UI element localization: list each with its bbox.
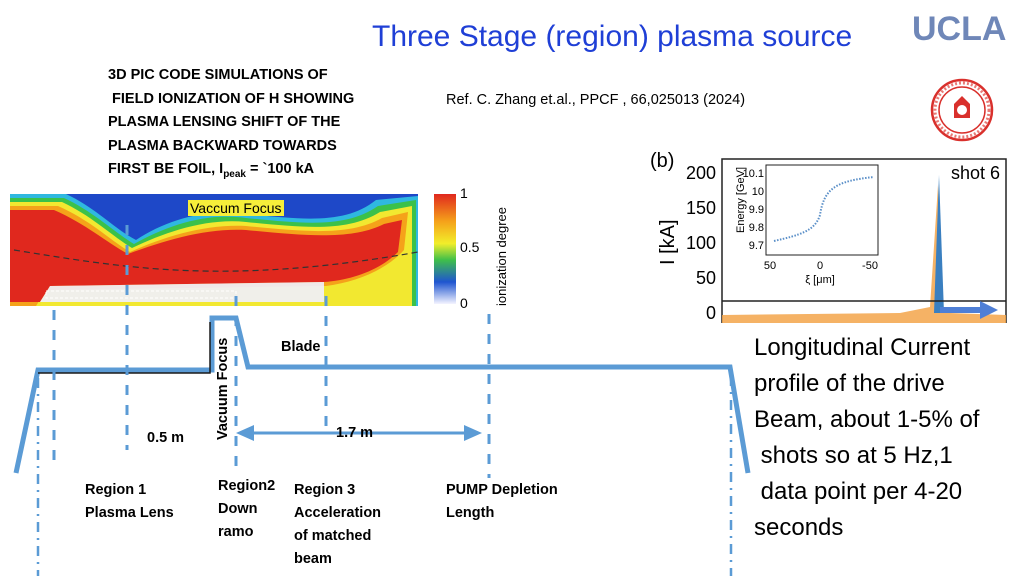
colorbar-label: ionization degree xyxy=(494,207,509,306)
long-line-4: shots so at 5 Hz,1 xyxy=(754,442,953,469)
slide-title: Three Stage (region) plasma source xyxy=(372,20,853,53)
panel-label: (b) xyxy=(650,150,674,172)
reference-citation: Ref. C. Zhang et.al., PPCF , 66,025013 (… xyxy=(446,92,746,108)
plot-frame xyxy=(721,158,1007,323)
density-profile-line xyxy=(13,315,751,474)
simulation-description: 3D PIC CODE SIMULATIONS OF FIELD IONIZAT… xyxy=(108,64,354,186)
longitudinal-profile-note: Longitudinal Current profile of the driv… xyxy=(754,330,979,546)
current-axis-label: I [kA] xyxy=(657,219,679,265)
blade-label: Blade xyxy=(281,339,321,355)
region2-line1: Region2 xyxy=(218,478,276,494)
long-line-3: Beam, about 1-5% of xyxy=(754,406,980,433)
inset-xtick-2: 0 xyxy=(817,260,823,272)
sim-line-5-prefix: FIRST BE FOIL, I xyxy=(108,161,224,177)
region1-line1: Region 1 xyxy=(85,482,147,498)
pump-depletion-label: PUMP Depletion Length xyxy=(446,479,558,525)
distance-17m: 1.7 m xyxy=(336,425,374,441)
colorbar-tick-05: 0.5 xyxy=(460,239,480,255)
peak-subscript: peak xyxy=(223,168,246,180)
inset-ytick-2: 10 xyxy=(752,186,764,198)
region3-line3: of matched xyxy=(294,528,372,544)
ytick-100: 100 xyxy=(686,233,716,253)
region2-line3: ramo xyxy=(218,524,254,540)
inset-ytick-3: 9.9 xyxy=(749,204,764,216)
inset-xtick-1: 50 xyxy=(764,260,776,272)
colorbar-tick-1: 1 xyxy=(460,186,468,201)
sim-line-5: FIRST BE FOIL, Ipeak = `100 kA xyxy=(108,158,354,186)
inset-xlabel: ξ [μm] xyxy=(805,274,835,286)
sim-line-5-suffix: = `100 kA xyxy=(246,161,315,177)
vacuum-focus-label: Vaccum Focus xyxy=(188,200,284,216)
region3-label: Region 3 Acceleration of matched beam xyxy=(294,479,381,571)
region1-label: Region 1 Plasma Lens xyxy=(85,479,174,525)
region1-line2: Plasma Lens xyxy=(85,505,174,521)
vacuum-focus-vertical-label: Vacuum Focus xyxy=(215,337,231,440)
colorbar-tick-0: 0 xyxy=(460,295,468,311)
ucla-logo: UCLA xyxy=(912,10,1007,48)
inset-ytick-1: 10.1 xyxy=(743,168,764,180)
inset-xtick-3: -50 xyxy=(862,260,878,272)
sim-line-2: FIELD IONIZATION OF H SHOWING xyxy=(108,90,355,107)
region2-line2: Down xyxy=(218,501,258,517)
ytick-200: 200 xyxy=(686,163,716,183)
ytick-50: 50 xyxy=(696,268,716,288)
shot-label: shot 6 xyxy=(951,163,1000,183)
current-profile-plot: (b) I [kA] 200 150 100 50 0 shot 6 Energ… xyxy=(650,145,1010,323)
beam-direction-arrow xyxy=(940,301,998,319)
pump-line1: PUMP Depletion xyxy=(446,482,558,498)
sim-line-3: PLASMA LENSING SHIFT OF THE xyxy=(108,114,341,130)
region3-line1: Region 3 xyxy=(294,482,356,498)
region3-line2: Acceleration xyxy=(294,505,382,521)
pump-line2: Length xyxy=(446,505,495,521)
sim-line-4: PLASMA BACKWARD TOWARDS xyxy=(108,137,337,154)
inset-ylabel: Energy [GeV] xyxy=(735,167,747,233)
long-line-5: data point per 4-20 xyxy=(754,478,963,505)
long-line-1: Longitudinal Current xyxy=(754,334,971,361)
ionization-colorbar: 1 0.5 0 ionization degree xyxy=(434,186,509,311)
ytick-150: 150 xyxy=(686,198,716,218)
inset-ytick-5: 9.7 xyxy=(749,240,764,252)
long-line-6: seconds xyxy=(754,514,844,541)
region2-label: Region2 Down ramo xyxy=(218,475,275,544)
region3-line4: beam xyxy=(294,551,332,567)
sim-line-1: 3D PIC CODE SIMULATIONS OF xyxy=(108,67,328,83)
inset-ytick-4: 9.8 xyxy=(749,222,764,234)
long-line-2: profile of the drive xyxy=(754,370,945,397)
distance-05m: 0.5 m xyxy=(147,430,185,446)
lab-seal-icon xyxy=(930,78,994,142)
ytick-0: 0 xyxy=(706,303,716,323)
ionization-simulation-plot xyxy=(6,190,426,308)
